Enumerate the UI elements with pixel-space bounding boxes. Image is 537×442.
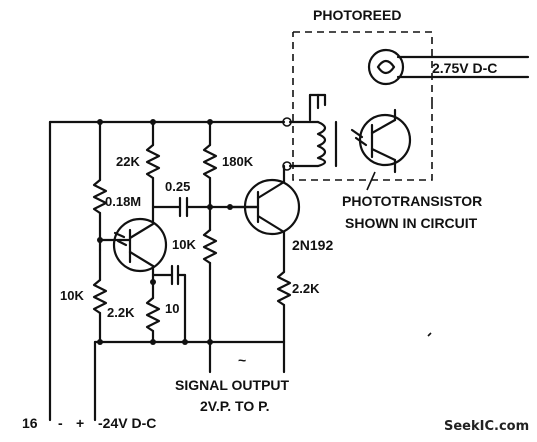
junction-dot [207,204,213,210]
resistor-10k-left-label: 10K [60,288,84,303]
resistor-22k-emitter-label: 2.2K [107,305,135,320]
resistor-22k-label: 22K [116,154,140,169]
resistor-22k-icon [145,120,161,224]
transistor-q1-icon [112,217,168,273]
resistor-018m-icon [92,120,108,252]
resistor-018m-label: 0.18M [105,194,141,209]
supply-index: 16 [22,415,38,431]
supply-minus: - [58,415,63,431]
phototransistor-icon [350,108,412,174]
photoreed-enclosure [292,31,433,181]
transistor-2n192-icon [228,164,301,236]
ac-symbol: ~ [238,352,246,368]
supply-plus: + [76,415,84,431]
junction-dot [97,119,103,125]
resistor-22k-output-label: 2.2K [292,281,320,296]
resistor-22k-output-icon [276,230,292,344]
junction-dot [207,339,213,345]
junction-dot [150,279,156,285]
supply-voltage: -24V D-C [98,415,156,431]
reed-contact-icon [308,93,327,122]
junction-dot [97,339,103,345]
phototransistor-leader [366,171,376,191]
signal-output-label-1: SIGNAL OUTPUT [175,377,290,393]
junction-dot [97,237,103,243]
transistor-label: 2N192 [292,237,333,253]
signal-output-label-2: 2V.P. TO P. [200,398,270,414]
capacitor-025-label: 0.25 [165,179,190,194]
lamp-voltage-label: 2.75V D-C [432,60,497,76]
resistor-180k-label: 180K [222,154,254,169]
watermark: SeekIC.com [444,419,529,434]
capacitor-10-label: 10 [165,301,179,316]
junction-dot [227,204,233,210]
junction-dot [207,119,213,125]
resistor-10k-mid-icon [202,205,218,344]
resistor-10k-mid-label: 10K [172,237,196,252]
resistor-180k-icon [202,120,218,209]
capacitor-10-icon [151,264,187,344]
junction-dot [150,339,156,345]
junction-dot [150,119,156,125]
junction-dot [182,339,188,345]
resistor-22k-emitter-icon [145,280,161,344]
reed-coil-icon [288,120,338,168]
resistor-10k-left-icon [92,248,108,344]
phototransistor-label-2: SHOWN IN CIRCUIT [345,215,478,231]
phototransistor-label-1: PHOTOTRANSISTOR [342,193,482,209]
stray-mark [427,332,432,337]
lamp-icon [367,48,530,86]
photoreed-label: PHOTOREED [313,7,401,23]
